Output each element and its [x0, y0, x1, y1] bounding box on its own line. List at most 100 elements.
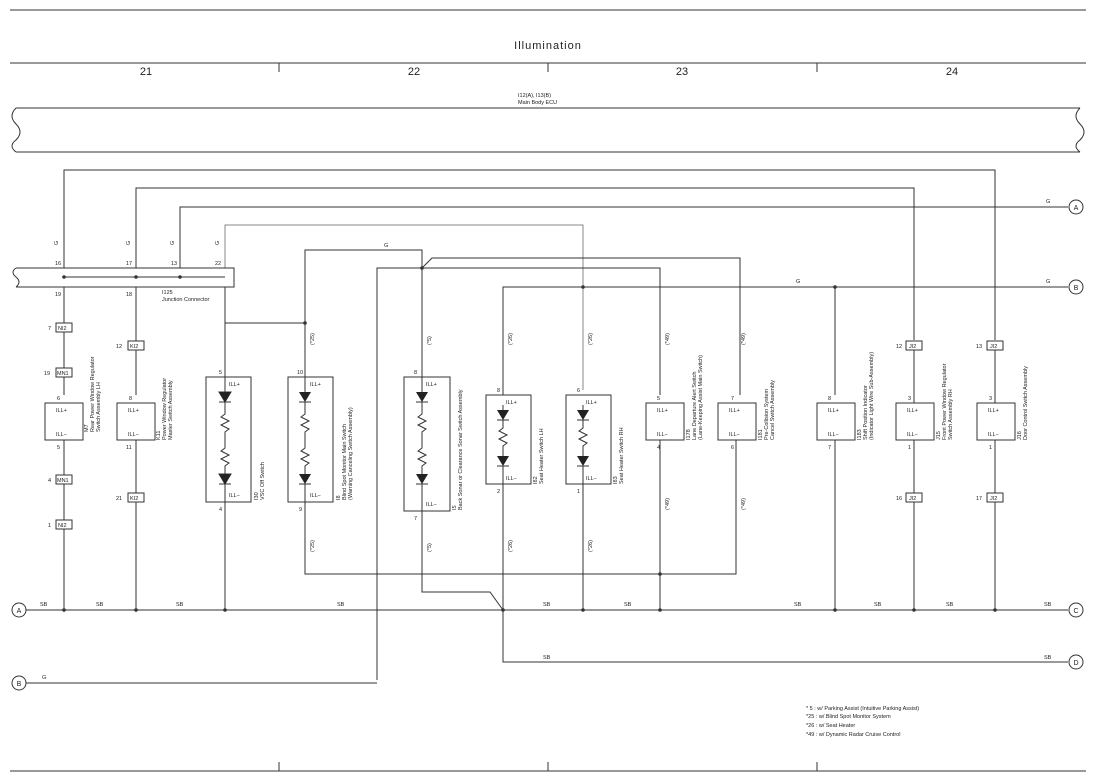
- jc-pin-19: 19: [55, 292, 61, 298]
- svg-text:ILL+: ILL+: [988, 408, 999, 414]
- jc-pin-18: 18: [126, 292, 132, 298]
- svg-text:8: 8: [129, 396, 132, 402]
- wire-sb-4: SB: [337, 602, 345, 608]
- svg-text:ILL−: ILL−: [56, 432, 67, 438]
- option-mark-25a: (*25): [310, 333, 316, 345]
- svg-text:I181: I181: [758, 429, 764, 440]
- svg-text:J15: J15: [936, 431, 942, 440]
- svg-text:Master Switch Assembly: Master Switch Assembly: [168, 380, 174, 440]
- svg-text:Power Window Regulator: Power Window Regulator: [162, 378, 168, 440]
- wire-sb-10: SB: [1044, 602, 1052, 608]
- svg-text:5: 5: [657, 396, 660, 402]
- svg-text:ILL+: ILL+: [506, 400, 517, 406]
- svg-text:21: 21: [116, 496, 122, 502]
- svg-text:6: 6: [577, 388, 580, 394]
- svg-text:16: 16: [896, 496, 902, 502]
- svg-text:Blind Spot Monitor Main Switch: Blind Spot Monitor Main Switch: [342, 424, 348, 500]
- svg-text:Cancel Switch Assembly: Cancel Switch Assembly: [770, 380, 776, 440]
- option-mark-25b: (*25): [310, 540, 316, 552]
- note-2: *25 : w/ Blind Spot Monitor System: [806, 714, 891, 720]
- svg-text:ILL−: ILL−: [586, 476, 597, 482]
- svg-text:A: A: [17, 608, 22, 615]
- junction-connector: 16 17 13 22 19 18 I125 Junction Connecto…: [12, 261, 235, 303]
- svg-text:6: 6: [731, 445, 734, 451]
- offpage-d-right: D: [1068, 654, 1084, 670]
- footnotes: * 5 : w/ Parking Assist (Intuitive Parki…: [806, 706, 919, 738]
- svg-text:ILL+: ILL+: [586, 400, 597, 406]
- svg-text:19: 19: [44, 371, 50, 377]
- jc-pin-16: 16: [55, 261, 61, 267]
- svg-text:8: 8: [828, 396, 831, 402]
- ecu-label-1: I12(A), I13(B): [518, 93, 551, 99]
- svg-text:ILL+: ILL+: [907, 408, 918, 414]
- grid-col-21: 21: [140, 66, 152, 78]
- connector-ni2-1: 1 NI2: [48, 519, 73, 530]
- svg-text:10: 10: [297, 370, 303, 376]
- svg-text:Shift Position Indicator: Shift Position Indicator: [863, 385, 869, 440]
- note-4: *49 : w/ Dynamic Radar Cruise Control: [806, 732, 900, 738]
- svg-text:A: A: [1074, 205, 1079, 212]
- svg-text:ILL−: ILL−: [310, 493, 321, 499]
- svg-text:7: 7: [48, 326, 51, 332]
- svg-text:Switch Assembly RH: Switch Assembly RH: [948, 389, 954, 440]
- connector-mn1-19: 19 MN1: [44, 367, 73, 378]
- connector-ji2-17: 17 JI2: [976, 492, 1004, 503]
- svg-text:ILL+: ILL+: [310, 382, 321, 388]
- svg-text:MN1: MN1: [57, 371, 69, 377]
- svg-text:KI2: KI2: [130, 344, 138, 350]
- svg-text:4: 4: [48, 478, 51, 484]
- svg-text:5: 5: [57, 445, 60, 451]
- offpage-a-right: A: [1068, 199, 1084, 215]
- jc-label-2: Junction Connector: [162, 297, 210, 303]
- svg-text:C: C: [1073, 608, 1078, 615]
- svg-text:7: 7: [828, 445, 831, 451]
- svg-text:8: 8: [414, 370, 417, 376]
- connector-ki2-12: 12 KI2: [116, 340, 145, 351]
- svg-text:JI2: JI2: [990, 344, 997, 350]
- svg-text:Lane Departure Alert Switch: Lane Departure Alert Switch: [692, 372, 698, 440]
- option-mark-26c: (*26): [508, 540, 514, 552]
- svg-text:1: 1: [577, 489, 580, 495]
- svg-text:JI2: JI2: [990, 496, 997, 502]
- svg-text:ILL+: ILL+: [828, 408, 839, 414]
- svg-text:Seat Heater Switch RH: Seat Heater Switch RH: [619, 427, 625, 484]
- wire-sb-1: SB: [40, 602, 48, 608]
- svg-text:VSC Off Switch: VSC Off Switch: [260, 462, 266, 500]
- svg-text:17: 17: [976, 496, 982, 502]
- svg-text:1: 1: [48, 523, 51, 529]
- svg-text:B: B: [1074, 285, 1079, 292]
- svg-text:5: 5: [219, 370, 222, 376]
- wire-g-136: G: [126, 241, 132, 245]
- svg-text:ILL+: ILL+: [426, 382, 437, 388]
- svg-text:Pre-Collision System: Pre-Collision System: [764, 389, 770, 440]
- svg-text:ILL+: ILL+: [729, 408, 740, 414]
- wire-g-b2: G: [1046, 279, 1050, 285]
- svg-text:3: 3: [989, 396, 992, 402]
- connector-ni2-7: 7 NI2: [48, 322, 73, 333]
- grid-col-24: 24: [946, 66, 958, 78]
- option-mark-49c: (*49): [665, 498, 671, 510]
- wire-color-A: G: [1046, 199, 1050, 205]
- wire-g-b: G: [796, 279, 800, 285]
- svg-text:ILL−: ILL−: [729, 432, 740, 438]
- connector-ji2-12: 12 JI2: [896, 340, 923, 351]
- svg-text:ILL+: ILL+: [229, 382, 240, 388]
- svg-text:I178: I178: [686, 429, 692, 440]
- component-i181: ILL+ ILL− 7 6 I181 Pre-Collision System …: [717, 380, 776, 451]
- svg-text:ILL−: ILL−: [828, 432, 839, 438]
- wire-g-180: G: [170, 241, 176, 245]
- svg-text:(Warning Canceling Switch Asse: (Warning Canceling Switch Assembly): [348, 407, 354, 500]
- svg-text:Switch Assembly LH: Switch Assembly LH: [96, 382, 102, 432]
- svg-text:Back Sonar or Clearance Sonar: Back Sonar or Clearance Sonar Switch Ass…: [458, 389, 464, 510]
- component-m7: ILL+ ILL− 6 5 M7 Rear Power Window Regul…: [44, 356, 102, 451]
- option-mark-26a: (*26): [508, 333, 514, 345]
- svg-text:I183: I183: [857, 429, 863, 440]
- connector-ki2-21: 21 KI2: [116, 492, 145, 503]
- wire-sb-5: SB: [543, 602, 551, 608]
- component-j16: ILL+ ILL− 3 1 J16 Door Control Switch As…: [976, 366, 1029, 451]
- svg-text:Rear Power Window Regulator: Rear Power Window Regulator: [90, 356, 96, 432]
- wire-sb-9: SB: [946, 602, 954, 608]
- wire-g-225: G: [215, 241, 221, 245]
- svg-text:ILL+: ILL+: [657, 408, 668, 414]
